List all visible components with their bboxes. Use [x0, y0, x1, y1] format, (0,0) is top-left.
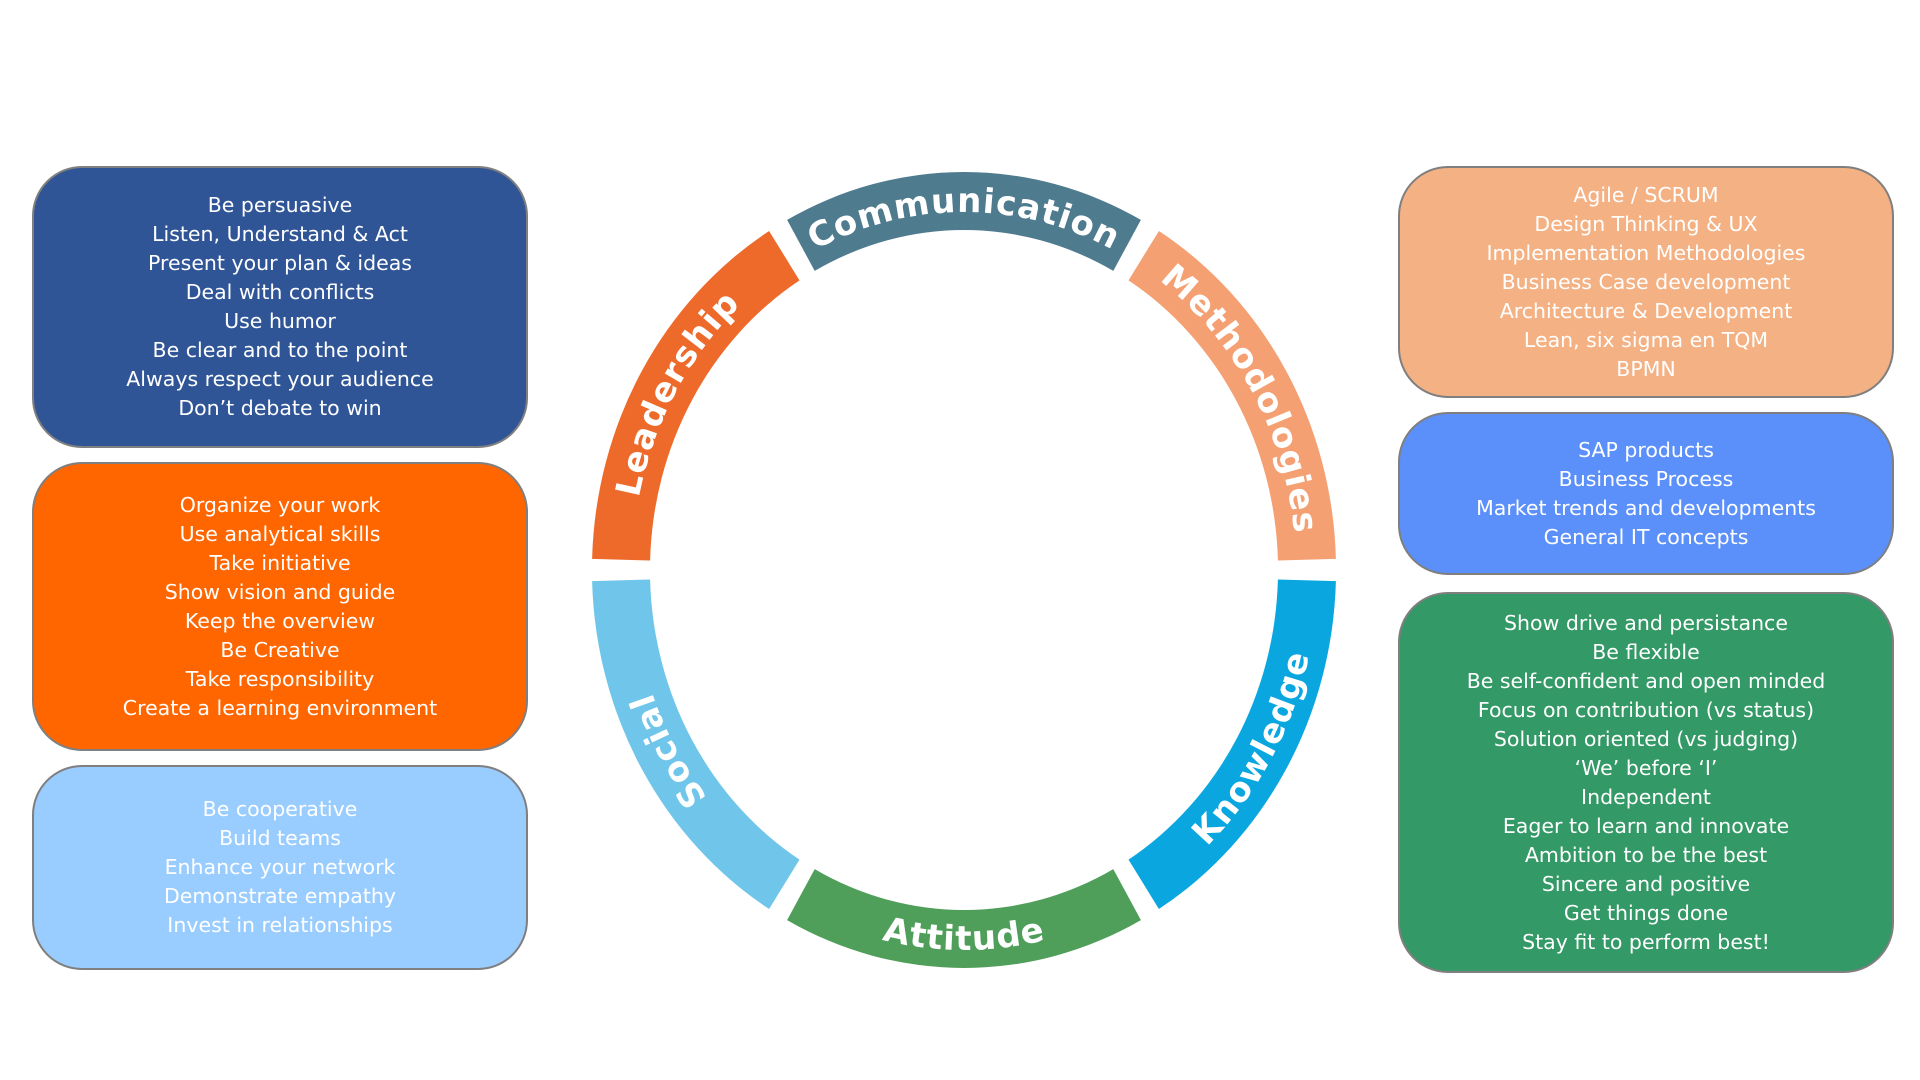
attitude-item: Sincere and positive [1541, 871, 1751, 896]
social-skills-box: Be cooperative Build teams Enhance your … [32, 765, 528, 970]
attitude-item: Be self-confident and open minded [1466, 668, 1826, 693]
attitude-item: ‘We’ before ‘I’ [1574, 755, 1718, 780]
communication-item: Be clear and to the point [152, 338, 408, 362]
knowledge-item: Business Process [1558, 466, 1734, 491]
attitude-item: Show drive and persistance [1504, 610, 1788, 635]
knowledge-item: Market trends and developments [1476, 495, 1816, 520]
knowledge-segment [1128, 579, 1336, 909]
social-item: Demonstrate empathy [163, 884, 397, 908]
attitude-item: Ambition to be the best [1524, 842, 1768, 867]
attitude-item: Eager to learn and innovate [1502, 813, 1790, 838]
leadership-item: Use analytical skills [179, 521, 381, 546]
methodologies-skills-box: Agile / SCRUM Design Thinking & UX Imple… [1398, 166, 1894, 398]
communication-skills-box: Be persuasive Listen, Understand & Act P… [32, 166, 528, 448]
methodologies-item: Architecture & Development [1499, 298, 1793, 323]
attitude-item: Be flexible [1592, 639, 1700, 664]
attitude-item: Independent [1581, 784, 1711, 809]
methodologies-segment [1128, 231, 1336, 561]
communication-item: Deal with conflicts [185, 280, 375, 304]
social-item: Enhance your network [164, 855, 396, 879]
leadership-item: Create a learning environment [122, 695, 438, 720]
leadership-item: Take responsibility [185, 666, 375, 691]
leadership-segment [592, 231, 800, 561]
social-item: Invest in relationships [167, 913, 393, 937]
leadership-item: Take initiative [209, 550, 351, 575]
communication-item: Use humor [224, 309, 336, 333]
methodologies-item: BPMN [1616, 356, 1676, 381]
methodologies-item: Implementation Methodologies [1486, 240, 1806, 265]
leadership-skills-box: Organize your work Use analytical skills… [32, 462, 528, 751]
communication-item: Be persuasive [207, 193, 353, 217]
attitude-skills-box: Show drive and persistance Be flexible B… [1398, 592, 1894, 973]
attitude-item: Solution oriented (vs judging) [1493, 726, 1799, 751]
leadership-item: Show vision and guide [164, 579, 396, 604]
methodologies-item: Business Case development [1501, 269, 1791, 294]
knowledge-item: SAP products [1578, 437, 1714, 462]
methodologies-item: Agile / SCRUM [1573, 182, 1719, 207]
attitude-item: Get things done [1563, 900, 1729, 925]
methodologies-item: Design Thinking & UX [1534, 211, 1758, 236]
knowledge-item: General IT concepts [1543, 524, 1749, 549]
attitude-item: Stay fit to perform best! [1522, 929, 1770, 954]
social-item: Build teams [219, 826, 341, 850]
attitude-item: Focus on contribution (vs status) [1477, 697, 1815, 722]
leadership-item: Be Creative [220, 637, 340, 662]
communication-item: Don’t debate to win [178, 396, 382, 420]
attitude-segment [787, 869, 1141, 968]
knowledge-skills-box: SAP products Business Process Market tre… [1398, 412, 1894, 575]
methodologies-item: Lean, six sigma en TQM [1523, 327, 1769, 352]
leadership-item: Keep the overview [184, 608, 376, 633]
leadership-item: Organize your work [179, 492, 381, 517]
communication-item: Always respect your audience [126, 367, 434, 391]
social-item: Be cooperative [202, 797, 358, 821]
leadership-label: Leadership [608, 283, 747, 500]
social-segment [592, 579, 800, 909]
communication-item: Present your plan & ideas [148, 251, 412, 275]
communication-segment [787, 172, 1141, 271]
communication-item: Listen, Understand & Act [152, 222, 408, 246]
